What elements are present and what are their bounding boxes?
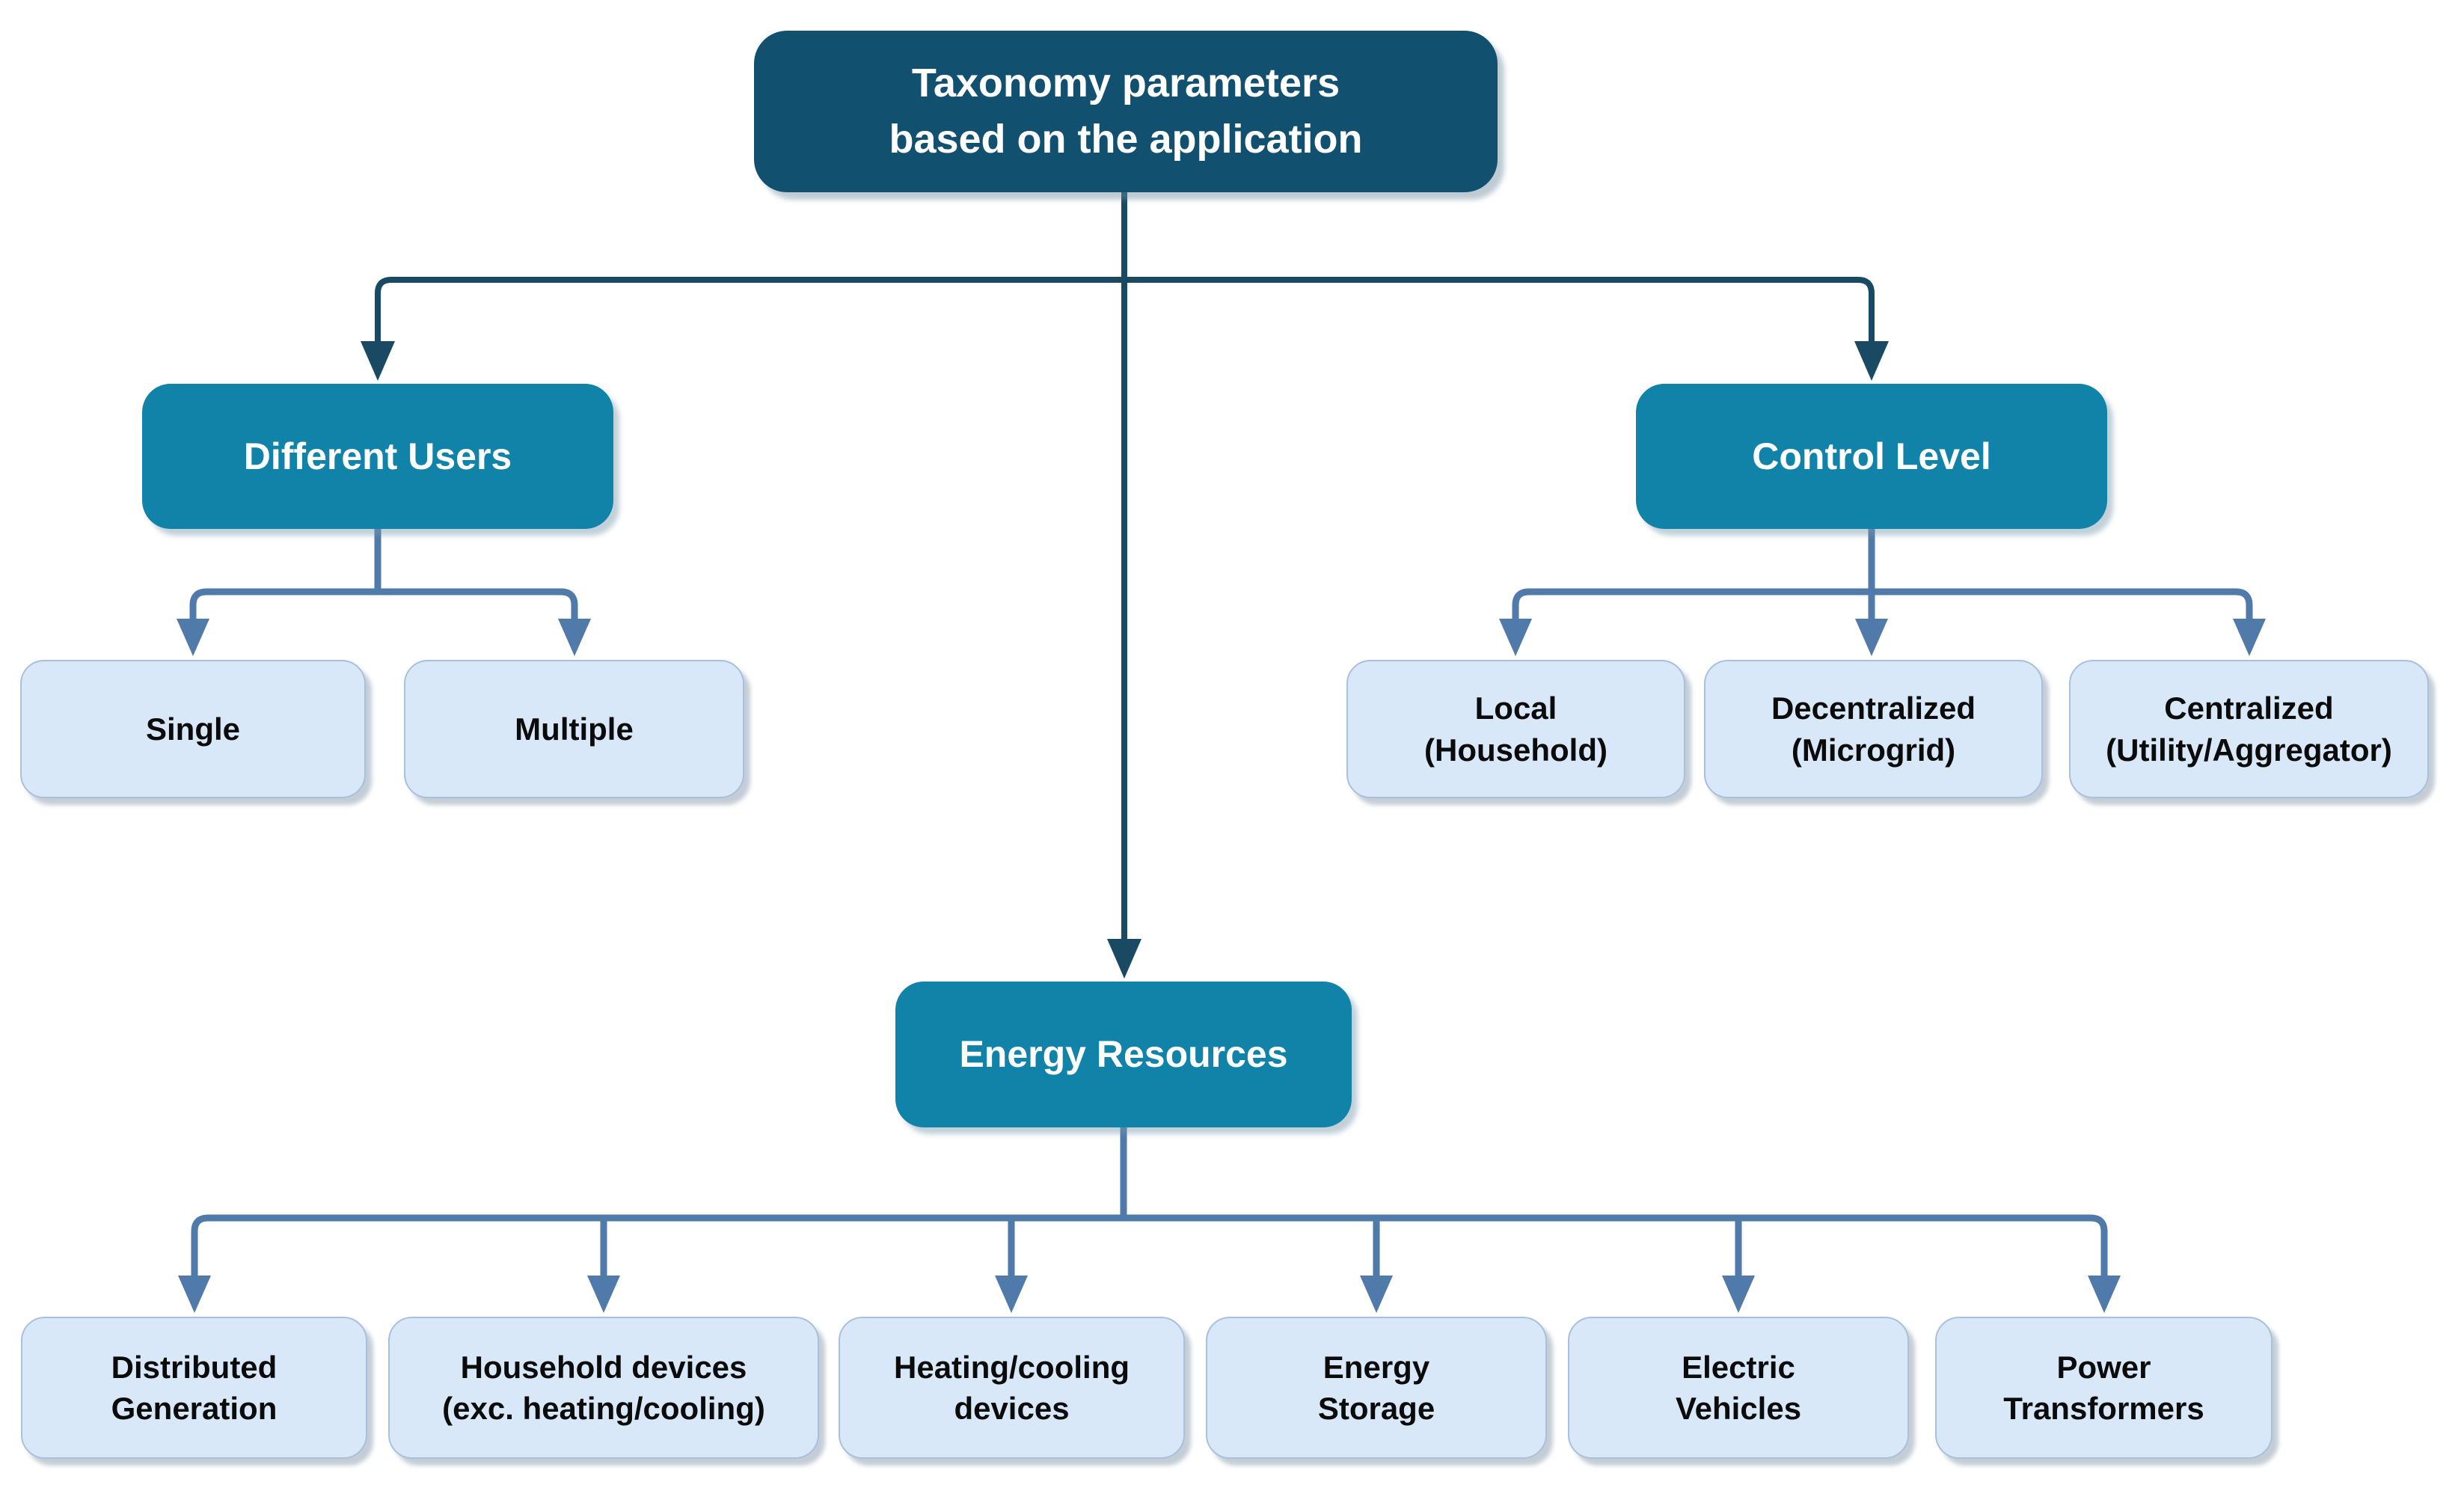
- centralized-label-line2: (Utility/Aggregator): [2106, 732, 2392, 768]
- single-label: Single: [145, 711, 241, 747]
- decentralized-label-line1: Decentralized: [1771, 691, 1976, 726]
- local-label-line1: Local: [1474, 691, 1557, 726]
- energy-resources-label: Energy Resources: [959, 1033, 1288, 1075]
- energy-fork-bar: [191, 1214, 2108, 1277]
- household-devices-line2: (exc. heating/cooling): [442, 1391, 765, 1426]
- node-power-transformers: Power Transformers: [1935, 1317, 2273, 1459]
- root-branch-bar: [375, 277, 1875, 344]
- node-centralized-utility-aggregator: Centralized (Utility/Aggregator): [2069, 660, 2429, 798]
- node-energy-storage: Energy Storage: [1206, 1317, 1547, 1459]
- household-devices-line1: Household devices: [460, 1349, 747, 1385]
- arrowhead-to-single: [177, 619, 209, 656]
- heating-cooling-line1: Heating/cooling: [894, 1349, 1130, 1385]
- root-label-line1: Taxonomy parameters: [911, 61, 1340, 106]
- arrowhead-to-household-devices: [587, 1276, 620, 1313]
- arrowhead-to-local: [1499, 619, 1532, 656]
- distributed-generation-line2: Generation: [111, 1391, 278, 1426]
- node-multiple: Multiple: [404, 660, 744, 798]
- arrowhead-to-centralized: [2233, 619, 2266, 656]
- node-electric-vehicles: Electric Vehicles: [1568, 1317, 1909, 1459]
- users-fork-bar: [189, 588, 578, 622]
- node-taxonomy-root: Taxonomy parameters based on the applica…: [754, 31, 1498, 192]
- local-label-line2: (Household): [1424, 732, 1608, 768]
- node-household-devices: Household devices (exc. heating/cooling): [388, 1317, 819, 1459]
- electric-vehicles-line1: Electric: [1682, 1349, 1795, 1385]
- node-different-users: Different Users: [142, 384, 613, 529]
- arrowhead-to-decentralized: [1855, 619, 1888, 656]
- node-distributed-generation: Distributed Generation: [21, 1317, 367, 1459]
- power-transformers-line1: Power: [2056, 1349, 2151, 1385]
- heating-cooling-line2: devices: [954, 1391, 1070, 1426]
- arrowhead-to-multiple: [558, 619, 591, 656]
- arrowhead-to-energy-resources: [1107, 939, 1141, 979]
- electric-vehicles-line2: Vehicles: [1675, 1391, 1802, 1426]
- arrowhead-to-electric-vehicles: [1722, 1276, 1755, 1313]
- energy-storage-line2: Storage: [1317, 1391, 1435, 1426]
- arrowhead-to-different-users: [361, 341, 395, 381]
- centralized-label-line1: Centralized: [2164, 691, 2334, 726]
- node-heating-cooling-devices: Heating/cooling devices: [839, 1317, 1185, 1459]
- root-label-line2: based on the application: [889, 117, 1363, 162]
- power-transformers-line2: Transformers: [2003, 1391, 2204, 1426]
- different-users-label: Different Users: [243, 435, 512, 477]
- decentralized-label-line2: (Microgrid): [1791, 732, 1956, 768]
- distributed-generation-line1: Distributed: [111, 1349, 278, 1385]
- arrowhead-to-power-transformers: [2088, 1276, 2121, 1313]
- arrowhead-to-distributed-generation: [178, 1276, 211, 1313]
- node-decentralized-microgrid: Decentralized (Microgrid): [1704, 660, 2043, 798]
- node-local-household: Local (Household): [1346, 660, 1685, 798]
- node-energy-resources: Energy Resources: [895, 982, 1352, 1127]
- node-control-level: Control Level: [1636, 384, 2107, 529]
- arrowhead-to-control-level: [1854, 341, 1889, 381]
- multiple-label: Multiple: [515, 711, 634, 747]
- node-single: Single: [20, 660, 366, 798]
- energy-storage-line1: Energy: [1323, 1349, 1430, 1385]
- arrowhead-to-heating-cooling: [995, 1276, 1028, 1313]
- control-level-label: Control Level: [1752, 435, 1991, 477]
- control-fork-bar: [1512, 588, 2253, 622]
- arrowhead-to-energy-storage: [1360, 1276, 1393, 1313]
